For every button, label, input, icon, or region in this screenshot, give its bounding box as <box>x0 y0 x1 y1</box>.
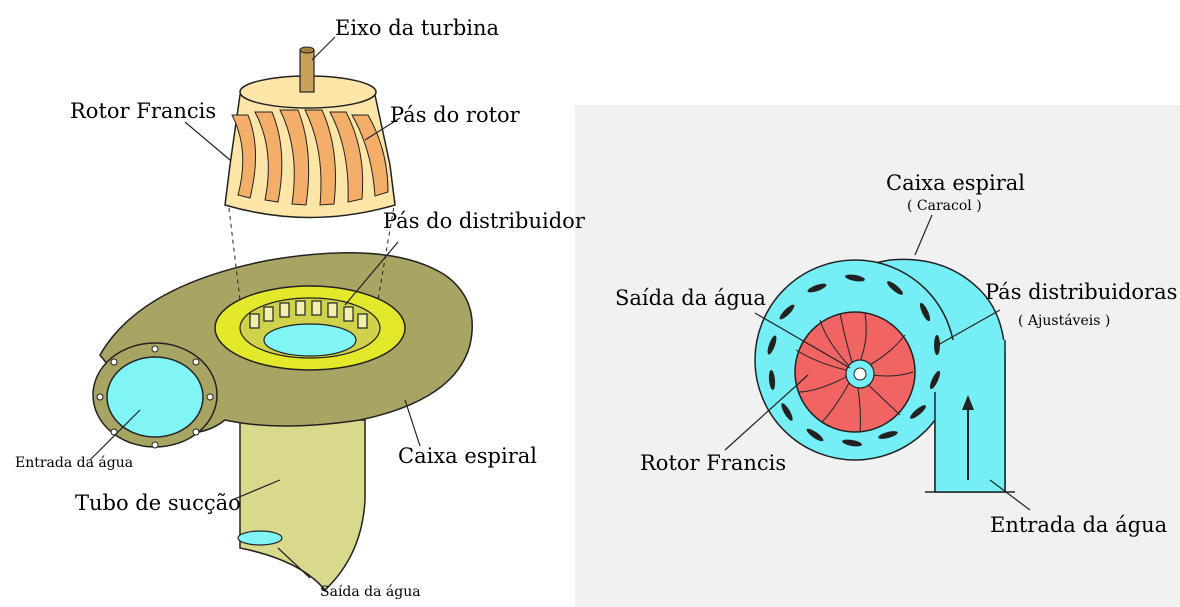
draft-tube-outlet-water <box>238 531 282 545</box>
label-water-outlet-left: Saída da água <box>320 584 421 600</box>
label-rotor-blades: Pás do rotor <box>390 103 521 127</box>
label-spiral-case-note: ( Caracol ) <box>907 198 982 214</box>
label-shaft: Eixo da turbina <box>335 16 499 40</box>
inlet-water <box>107 357 203 437</box>
label-draft-tube: Tubo de sucção <box>75 491 241 515</box>
label-water-outlet-right: Saída da água <box>615 286 766 310</box>
label-distributor-blades-right: Pás distribuidoras <box>985 280 1177 304</box>
label-distributor-note: ( Ajustáveis ) <box>1018 313 1110 329</box>
draft-tube <box>240 420 365 590</box>
label-rotor-francis: Rotor Francis <box>70 99 216 123</box>
label-spiral-case-left: Caixa espiral <box>398 444 537 468</box>
rotor-axis <box>854 368 866 380</box>
label-water-inlet-left: Entrada da água <box>15 455 133 471</box>
inlet-pipe-fill <box>935 340 1005 492</box>
label-distributor-blades: Pás do distribuidor <box>383 209 586 233</box>
label-spiral-case-right: Caixa espiral <box>886 171 1025 195</box>
label-water-inlet-right: Entrada da água <box>990 513 1167 537</box>
turbine-shaft <box>300 50 314 92</box>
distributor-water <box>264 324 356 356</box>
label-rotor-francis-right: Rotor Francis <box>640 451 786 475</box>
shaft-top <box>300 47 314 53</box>
